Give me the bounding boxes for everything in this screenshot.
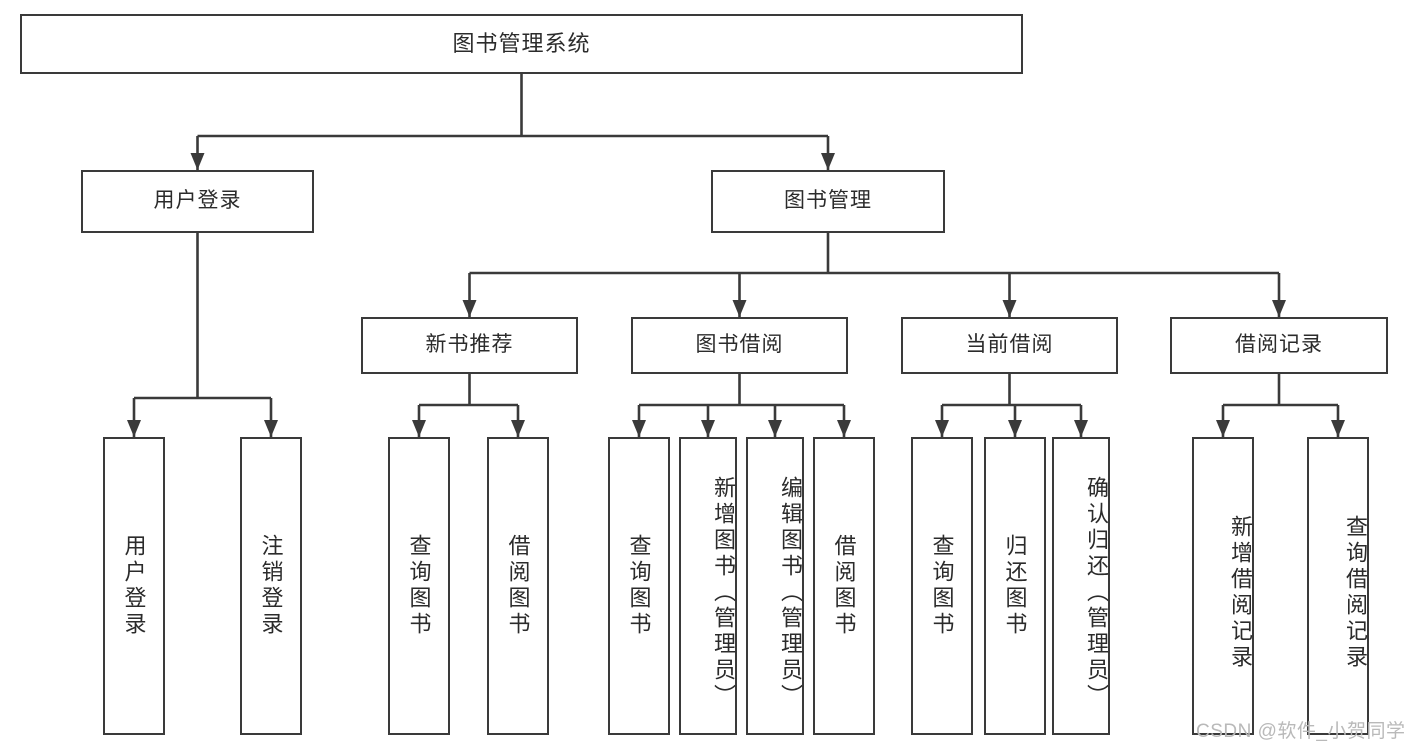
node-label: 用户登录 [121, 534, 147, 638]
node-leaf-user-login[interactable]: 用户登录 [103, 437, 165, 735]
node-label: 用户登录 [153, 189, 242, 213]
node-leaf-query-book-2[interactable]: 查询图书 [608, 437, 670, 735]
node-new-book-recommend[interactable]: 新书推荐 [361, 317, 578, 374]
arrow-head-icon [1331, 420, 1345, 437]
node-leaf-query-record[interactable]: 查询借阅记录 [1307, 437, 1369, 735]
node-root[interactable]: 图书管理系统 [20, 14, 1023, 74]
node-label: 编辑图书（管理员） [778, 476, 803, 710]
arrow-head-icon [632, 420, 646, 437]
node-label: 借阅图书 [831, 534, 857, 638]
node-label: 图书管理 [784, 189, 872, 213]
arrow-head-icon [412, 420, 426, 437]
node-label: 借阅记录 [1235, 333, 1323, 357]
arrow-head-icon [1008, 420, 1022, 437]
node-label: 查询图书 [626, 534, 652, 638]
arrow-head-icon [837, 420, 851, 437]
arrow-head-icon [462, 300, 477, 317]
node-label: 当前借阅 [965, 333, 1054, 357]
arrow-head-icon [1074, 420, 1088, 437]
arrow-head-icon [1216, 420, 1230, 437]
watermark-label: CSDN @软件_小贺同学 [1196, 721, 1405, 742]
arrow-head-icon [511, 420, 525, 437]
arrow-head-icon [127, 420, 141, 437]
node-label: 确认归还（管理员） [1084, 476, 1109, 710]
node-label: 新增借阅记录 [1228, 515, 1253, 671]
arrow-head-icon [264, 420, 278, 437]
node-leaf-query-book-1[interactable]: 查询图书 [388, 437, 450, 735]
arrow-head-icon [732, 300, 747, 317]
arrow-head-icon [701, 420, 715, 437]
node-label: 查询图书 [406, 534, 432, 638]
node-user-login[interactable]: 用户登录 [81, 170, 314, 233]
node-leaf-logout[interactable]: 注销登录 [240, 437, 302, 735]
arrow-head-icon [1002, 300, 1017, 317]
node-label: 注销登录 [258, 534, 284, 638]
arrow-head-icon [935, 420, 949, 437]
node-leaf-confirm-return[interactable]: 确认归还（管理员） [1052, 437, 1110, 735]
node-book-manage[interactable]: 图书管理 [711, 170, 945, 233]
node-label: 新增图书（管理员） [711, 476, 736, 710]
node-leaf-add-book[interactable]: 新增图书（管理员） [679, 437, 737, 735]
node-leaf-borrow-book-2[interactable]: 借阅图书 [813, 437, 875, 735]
arrow-head-icon [821, 153, 835, 170]
node-borrow-record[interactable]: 借阅记录 [1170, 317, 1388, 374]
node-label: 新书推荐 [425, 333, 514, 357]
node-current-borrow[interactable]: 当前借阅 [901, 317, 1118, 374]
node-label: 图书借阅 [695, 333, 784, 357]
node-leaf-return-book[interactable]: 归还图书 [984, 437, 1046, 735]
node-leaf-query-book-3[interactable]: 查询图书 [911, 437, 973, 735]
node-label: 图书管理系统 [452, 31, 591, 57]
arrow-head-icon [768, 420, 782, 437]
arrow-head-icon [190, 153, 205, 170]
node-leaf-add-record[interactable]: 新增借阅记录 [1192, 437, 1254, 735]
node-book-borrow[interactable]: 图书借阅 [631, 317, 848, 374]
arrow-head-icon [1272, 300, 1286, 317]
node-leaf-edit-book[interactable]: 编辑图书（管理员） [746, 437, 804, 735]
node-label: 借阅图书 [505, 534, 531, 638]
node-leaf-borrow-book-1[interactable]: 借阅图书 [487, 437, 549, 735]
node-label: 查询图书 [929, 534, 955, 638]
node-label: 查询借阅记录 [1343, 515, 1368, 671]
node-label: 归还图书 [1002, 534, 1028, 638]
